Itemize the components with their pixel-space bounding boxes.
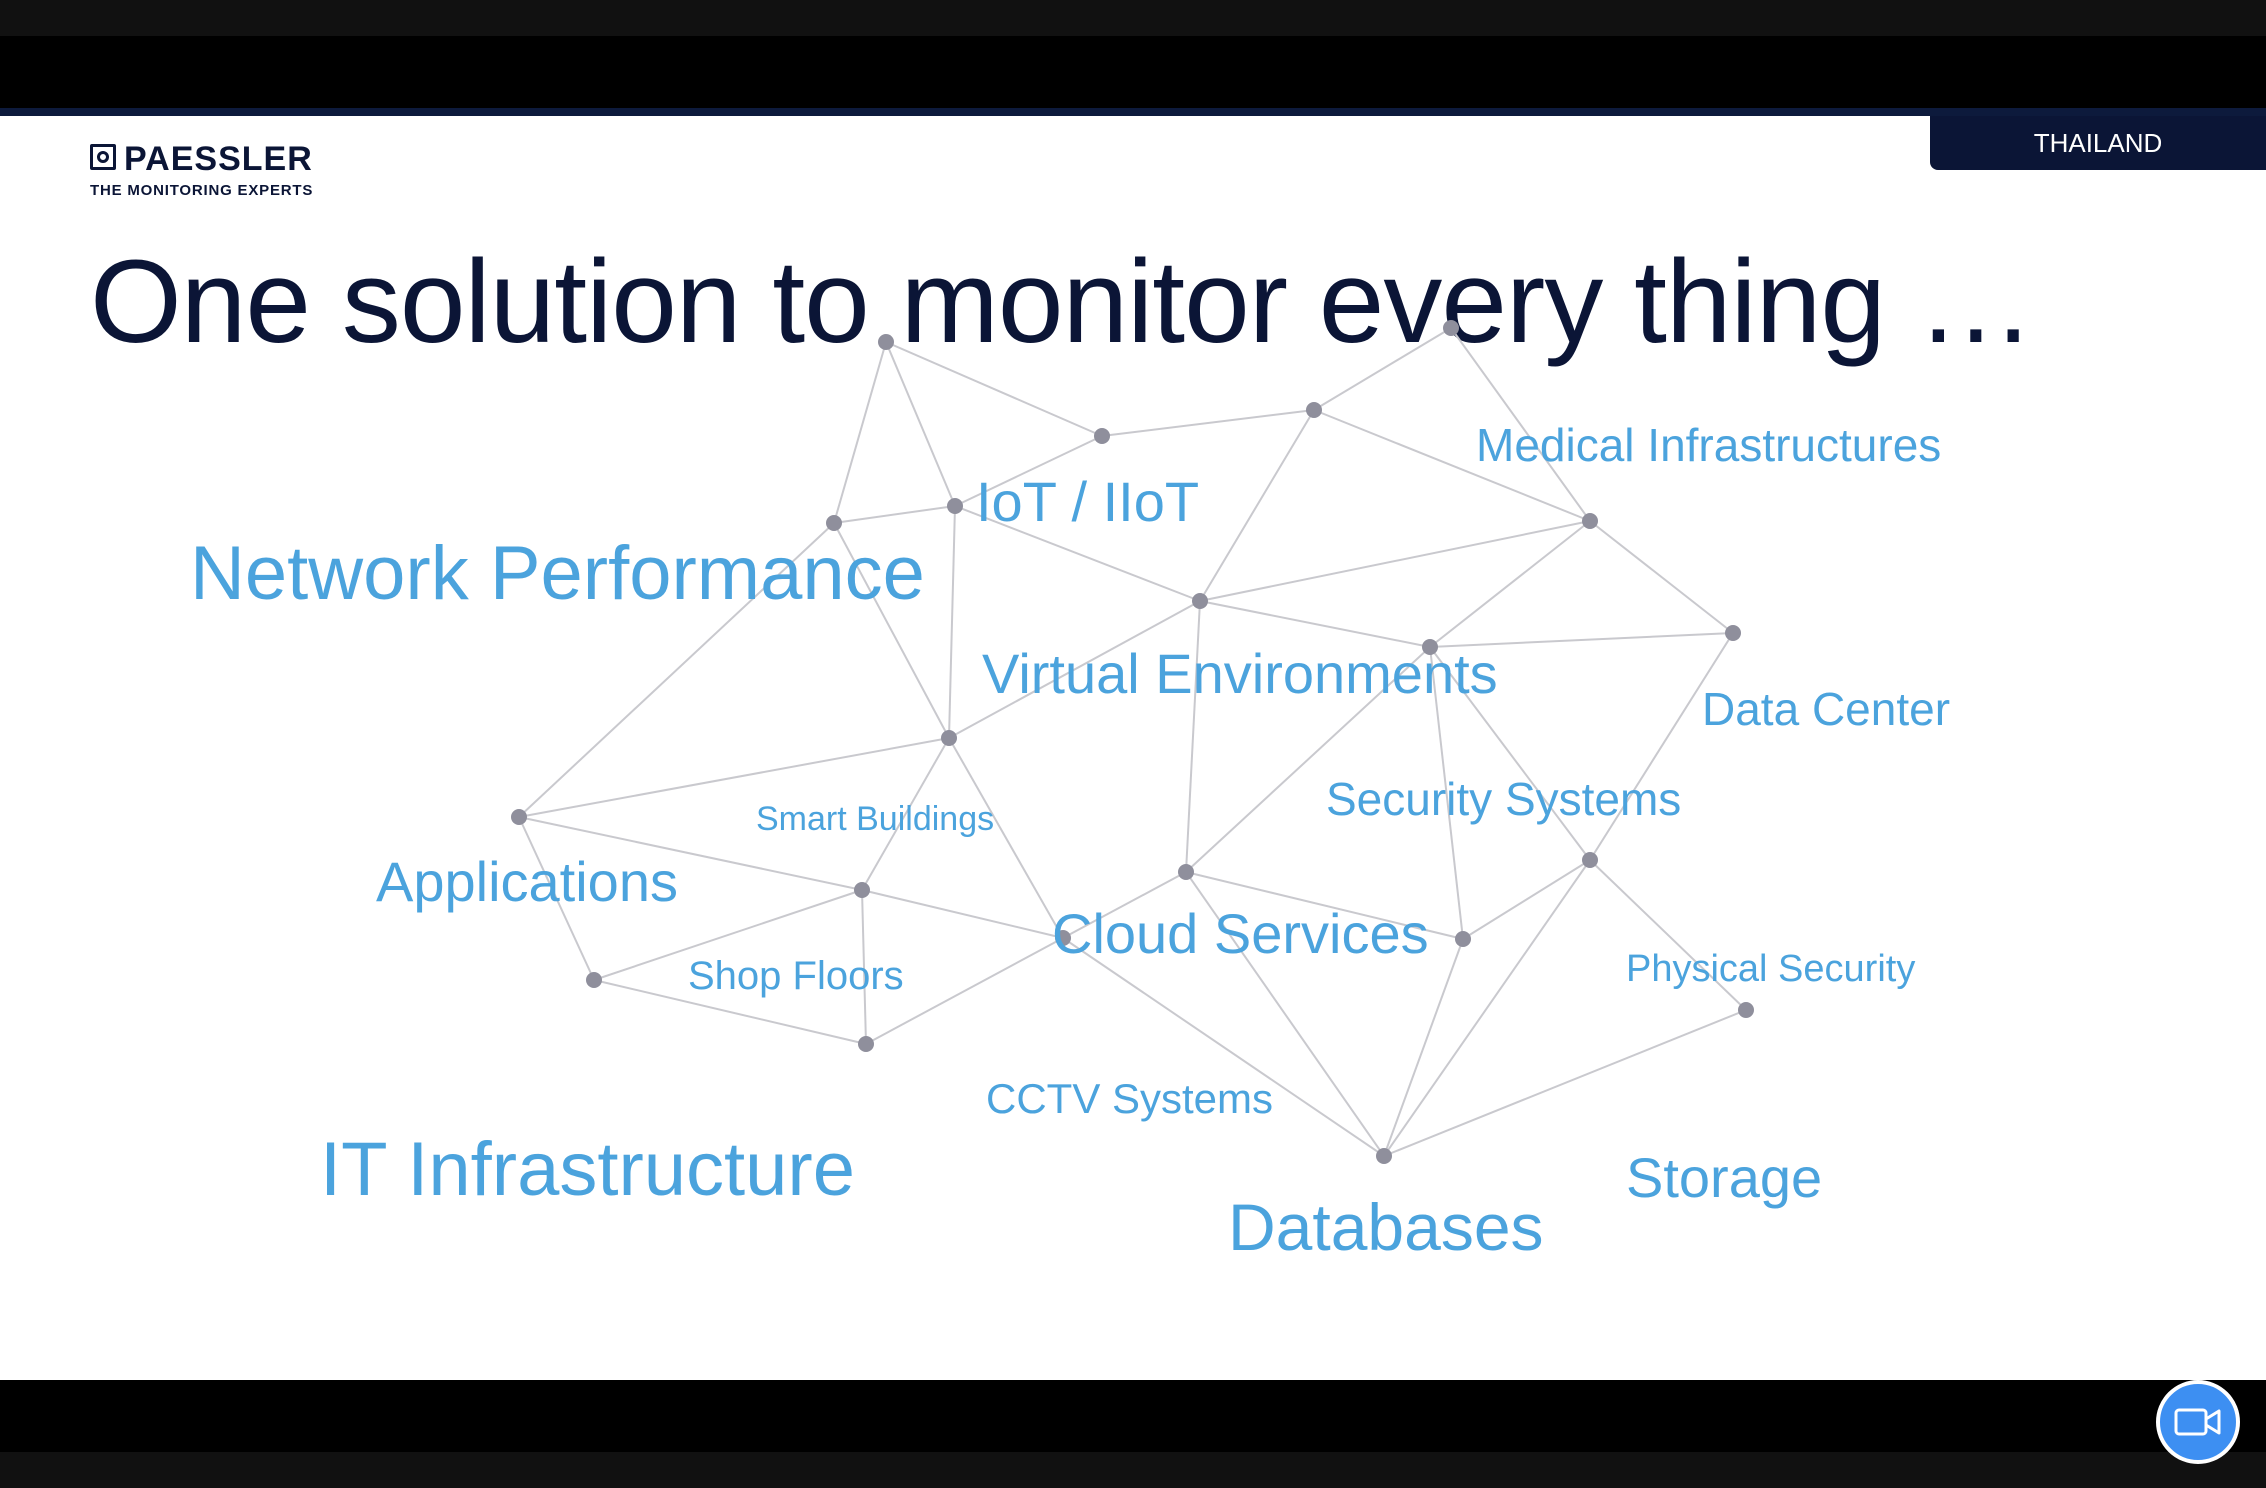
logo-tagline: THE MONITORING EXPERTS xyxy=(90,182,314,199)
network-node xyxy=(1055,930,1071,946)
network-nodes xyxy=(511,320,1754,1164)
video-camera-icon xyxy=(2174,1408,2221,1436)
network-edge xyxy=(885,341,956,507)
label-security-systems: Security Systems xyxy=(1326,773,1682,825)
network-edge xyxy=(1062,937,1385,1157)
network-edge xyxy=(1429,520,1591,648)
top-strip xyxy=(0,0,2266,36)
network-node xyxy=(1094,428,1110,444)
network-node xyxy=(1192,593,1208,609)
network-edge xyxy=(1383,859,1591,1157)
presentation-slide: PAESSLER THE MONITORING EXPERTS THAILAND… xyxy=(0,116,2266,1380)
network-edge xyxy=(1185,871,1385,1157)
bottom-black-bar xyxy=(0,1380,2266,1452)
network-node xyxy=(1582,513,1598,529)
network-edge xyxy=(954,435,1103,507)
network-node xyxy=(1725,625,1741,641)
label-databases: Databases xyxy=(1228,1190,1544,1264)
network-edge xyxy=(1429,646,1464,940)
network-edge xyxy=(861,737,950,891)
network-edge xyxy=(954,505,1201,602)
top-black-bar xyxy=(0,36,2266,108)
label-virtual-environments: Virtual Environments xyxy=(982,642,1498,705)
network-edge xyxy=(833,505,956,524)
network-edges xyxy=(518,327,1747,1157)
network-edge xyxy=(885,341,1103,437)
label-medical-infrastructures: Medical Infrastructures xyxy=(1476,419,1942,471)
bottom-strip xyxy=(0,1452,2266,1488)
network-node xyxy=(941,730,957,746)
label-iot-iiot: IoT / IIoT xyxy=(976,470,1200,533)
network-node xyxy=(1376,1148,1392,1164)
network-edge xyxy=(1199,409,1315,602)
network-edge xyxy=(1313,327,1452,411)
slide-title: One solution to monitor every thing … xyxy=(90,236,2035,368)
network-edge xyxy=(1429,646,1591,861)
paessler-logo-icon xyxy=(90,144,116,170)
network-edge xyxy=(1185,871,1464,940)
country-tab: THAILAND xyxy=(1930,116,2266,170)
label-smart-buildings: Smart Buildings xyxy=(756,800,995,838)
label-it-infrastructure: IT Infrastructure xyxy=(320,1127,856,1212)
label-shop-floors: Shop Floors xyxy=(688,954,904,998)
network-edge xyxy=(1199,520,1591,602)
network-node xyxy=(1306,402,1322,418)
network-edge xyxy=(833,522,950,739)
network-node xyxy=(1582,852,1598,868)
network-edge xyxy=(1185,600,1201,873)
network-edge xyxy=(1589,520,1734,634)
network-edge xyxy=(861,889,867,1045)
network-edge xyxy=(1383,938,1464,1157)
network-edge xyxy=(1589,632,1734,861)
network-edge xyxy=(1313,409,1591,522)
network-edge xyxy=(593,979,867,1045)
network-edge xyxy=(1185,646,1431,873)
label-applications: Applications xyxy=(376,850,678,913)
network-edge xyxy=(1383,1009,1747,1157)
label-physical-security: Physical Security xyxy=(1626,948,1916,990)
network-node xyxy=(1178,864,1194,880)
network-node xyxy=(858,1036,874,1052)
network-edge xyxy=(1101,409,1315,437)
network-edge xyxy=(833,341,887,524)
network-node xyxy=(1443,320,1459,336)
network-node xyxy=(586,972,602,988)
network-edge xyxy=(948,737,1064,939)
network-edge xyxy=(861,889,1064,939)
network-graph xyxy=(511,320,1754,1164)
network-edge xyxy=(1450,327,1591,522)
network-node xyxy=(826,515,842,531)
network-edge xyxy=(518,816,863,891)
network-node xyxy=(511,809,527,825)
network-node xyxy=(878,334,894,350)
network-edge xyxy=(518,522,835,818)
network-node xyxy=(1738,1002,1754,1018)
network-node xyxy=(1422,639,1438,655)
network-edge xyxy=(1199,600,1431,648)
network-node xyxy=(1455,931,1471,947)
network-node xyxy=(947,498,963,514)
label-storage: Storage xyxy=(1626,1146,1823,1209)
network-edge xyxy=(1429,632,1734,648)
network-edge xyxy=(593,889,863,981)
label-network-performance: Network Performance xyxy=(190,531,925,616)
network-edge xyxy=(1462,859,1591,940)
network-edge xyxy=(518,737,950,818)
network-edge xyxy=(948,600,1201,739)
label-cctv-systems: CCTV Systems xyxy=(986,1075,1274,1122)
logo-name: PAESSLER xyxy=(124,140,313,178)
network-edge xyxy=(518,816,595,981)
slide-accent-line xyxy=(0,108,2266,116)
network-edge xyxy=(1589,859,1747,1011)
network-edge xyxy=(865,937,1064,1045)
label-cloud-services: Cloud Services xyxy=(1052,902,1429,965)
network-edge xyxy=(1062,871,1187,939)
network-edge xyxy=(948,505,956,739)
video-camera-button[interactable] xyxy=(2156,1380,2240,1464)
network-node xyxy=(854,882,870,898)
label-data-center: Data Center xyxy=(1702,683,1951,735)
